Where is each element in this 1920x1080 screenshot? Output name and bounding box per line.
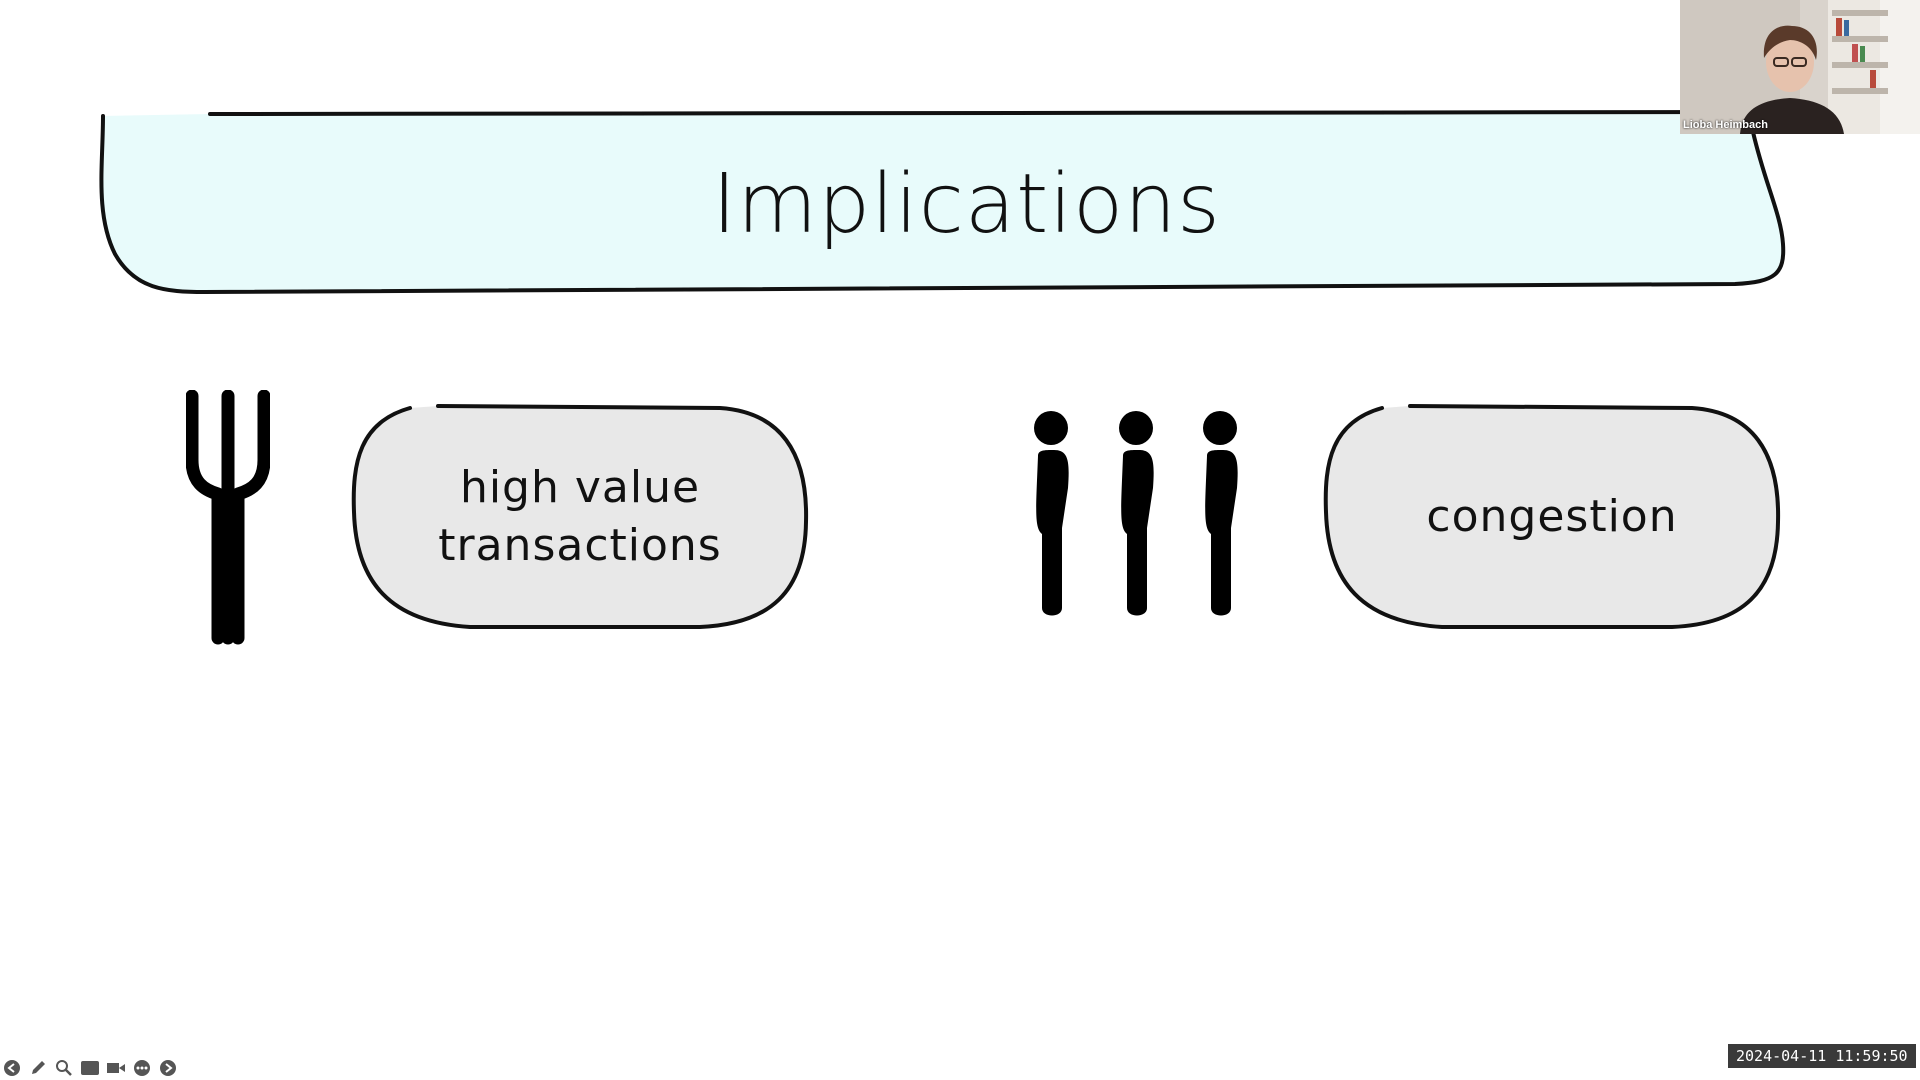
pill-congestion: congestion — [1322, 402, 1782, 632]
person-icon-1 — [1034, 411, 1069, 616]
person-icon-2 — [1119, 411, 1154, 616]
pill-1-label-line-2: transactions — [438, 520, 722, 571]
more-icon[interactable] — [132, 1058, 152, 1078]
fork-icon — [186, 390, 270, 645]
people-queue-icon — [1034, 411, 1238, 616]
pen-icon[interactable] — [28, 1058, 48, 1078]
pill-high-value-transactions: high value transactions — [350, 402, 810, 632]
webcam-video-tile[interactable]: Lioba Heimbach — [1680, 0, 1920, 134]
pill-1-label-line-1: high value — [459, 462, 701, 513]
pill-2-label-line-1: congestion — [1426, 491, 1678, 542]
participant-name: Lioba Heimbach — [1683, 119, 1768, 131]
presentation-toolbar — [2, 1058, 178, 1078]
zoom-icon[interactable] — [54, 1058, 74, 1078]
video-icon[interactable] — [106, 1058, 126, 1078]
title-banner: Implications — [95, 104, 1788, 304]
pill-1-shape — [351, 404, 809, 629]
pill-1-label: high value transactions — [350, 402, 810, 632]
slide-title: Implications — [712, 156, 1221, 252]
back-arrow-icon[interactable] — [2, 1058, 22, 1078]
captions-icon[interactable] — [80, 1058, 100, 1078]
pill-2-shape — [1323, 404, 1781, 629]
forward-arrow-icon[interactable] — [158, 1058, 178, 1078]
pill-2-label: congestion — [1322, 402, 1782, 632]
webcam-feed — [1680, 0, 1920, 134]
title-banner-shape — [99, 110, 1786, 295]
recording-timestamp: 2024-04-11 11:59:50 — [1728, 1044, 1916, 1068]
person-icon-3 — [1203, 411, 1238, 616]
